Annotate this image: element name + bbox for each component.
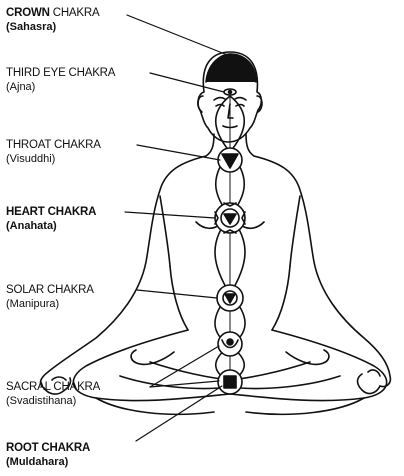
solar-chakra-label: SOLAR CHAKRA (Manipura) [6,284,94,310]
crown-chakra-label: CROWN CHAKRA (Sahasra) [6,7,100,33]
throat-chakra-label: THROAT CHAKRA (Visuddhi) [6,139,101,165]
right-arm [253,155,392,388]
left-arm [39,155,207,389]
leader-line-third-eye [149,72,225,93]
heart-chakra-label: HEART CHAKRA (Anahata) [6,206,97,232]
third-eye-chakra-label: THIRD EYE CHAKRA (Ajna) [6,67,116,93]
leader-line-crown [126,14,231,57]
leader-line-heart [124,211,216,219]
leader-line-solar [136,289,218,299]
root-chakra-label: ROOT CHAKRA (Muldahara) [6,442,91,468]
solar-chakra-symbol [216,284,244,312]
leader-line-sacral [149,345,220,388]
throat-chakra-symbol [217,147,243,173]
root-chakra-symbol [217,369,243,395]
heart-chakra-symbol [214,202,246,234]
sacral-chakra-symbol [217,331,243,357]
leader-line-root [135,385,223,442]
head-outline [197,51,263,143]
sacral-chakra-label: SACRAL CHAKRA (Svadistihana) [6,381,101,407]
leader-line-throat [136,144,221,161]
